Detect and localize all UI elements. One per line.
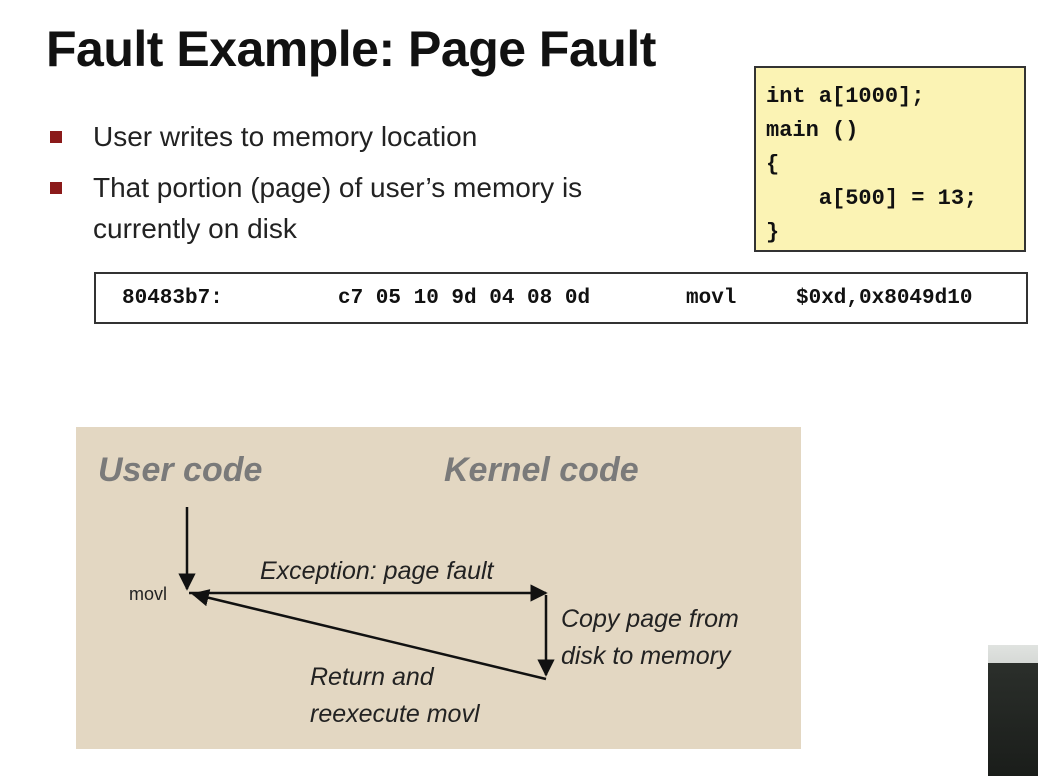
code-line: a[500] = 13; [766,186,978,211]
slide-title: Fault Example: Page Fault [46,21,656,77]
bullet-square-icon [50,182,62,194]
control-flow-diagram: User code Kernel code movl Exception: pa… [76,427,801,749]
code-line: { [766,152,780,177]
return-arrow [191,589,547,681]
bullet-list: User writes to memory location That port… [48,116,668,259]
code-line: int a[1000]; [766,84,925,109]
bullet-square-icon [50,131,62,143]
flow-arrows [178,507,555,681]
bullet-item: That portion (page) of user’s memory is … [48,167,603,249]
asm-bytes: c7 05 10 9d 04 08 0d [338,287,591,310]
user-code-heading: User code [98,451,263,489]
movl-label: movl [129,584,168,604]
video-overlay-corner [988,645,1038,776]
code-line: } [766,220,780,245]
handler-label: Copy page from disk to memory [561,605,739,670]
return-label: Return and reexecute movl [310,663,480,728]
code-line: main () [766,118,859,143]
bullet-item: User writes to memory location [48,116,668,157]
bullet-text: User writes to memory location [93,121,478,152]
asm-mnemonic: movl [686,287,737,310]
bullet-text: That portion (page) of user’s memory is … [93,172,583,244]
assembly-box: 80483b7: c7 05 10 9d 04 08 0d movl $0xd,… [94,272,1028,324]
kernel-code-heading: Kernel code [444,451,639,489]
c-code-box: int a[1000]; main () { a[500] = 13; } [754,66,1026,252]
asm-address: 80483b7: [122,287,223,310]
exception-label: Exception: page fault [260,557,494,585]
asm-operands: $0xd,0x8049d10 [796,287,973,310]
